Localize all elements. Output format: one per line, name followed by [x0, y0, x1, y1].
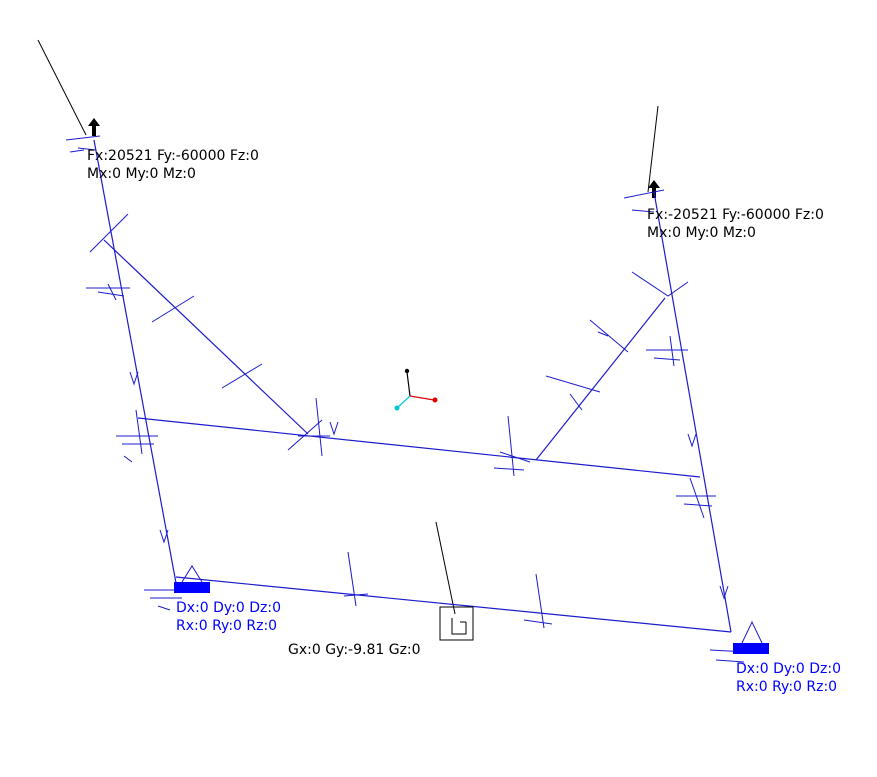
left-load-moment-text: Mx:0 My:0 Mz:0: [87, 166, 196, 182]
bottom-beam[interactable]: [175, 576, 732, 633]
marker: [676, 477, 716, 519]
gravity-icon-glyph: [451, 618, 467, 635]
member-axis-markers: [65, 135, 749, 663]
frame-members: [93, 139, 732, 633]
left-support-plate: [174, 582, 210, 593]
marker: [493, 415, 531, 477]
left-load-force-text: Fx:20521 Fy:-60000 Fz:0: [87, 148, 259, 164]
marker: [545, 375, 601, 411]
axis-x-line: [409, 395, 435, 401]
right-column[interactable]: [653, 191, 732, 633]
gravity-text: Gx:0 Gy:-9.81 Gz:0: [288, 642, 421, 658]
marker: [287, 397, 330, 457]
right-support-plate: [733, 643, 769, 654]
left-column[interactable]: [93, 139, 177, 584]
marker: [329, 421, 339, 436]
marker: [159, 529, 169, 544]
axis-z-line: [396, 395, 411, 409]
gravity-icon[interactable]: [439, 606, 474, 641]
marker: [719, 585, 729, 600]
right-support-displacement-text: Dx:0 Dy:0 Dz:0: [736, 661, 841, 677]
marker: [343, 551, 369, 607]
left-diagonal-brace[interactable]: [103, 239, 309, 435]
axis-y-line: [406, 371, 411, 397]
middle-beam[interactable]: [137, 417, 701, 478]
marker: [623, 189, 665, 213]
coordinate-axes: [394, 368, 438, 411]
marker: [221, 363, 263, 389]
marker: [589, 319, 629, 353]
gravity-icon-frame: [439, 606, 474, 641]
marker: [116, 409, 158, 463]
load-labels: Fx:20521 Fy:-60000 Fz:0 Mx:0 My:0 Mz:0 F…: [87, 148, 824, 658]
left-load-arrow[interactable]: [37, 39, 87, 136]
left-support-triangle: [181, 565, 203, 583]
axis-x-tip: [432, 397, 438, 403]
load-arrow-heads: [88, 118, 660, 198]
right-up-arrow-icon: [648, 180, 660, 198]
marker: [151, 295, 195, 323]
right-load-arrow[interactable]: [647, 105, 659, 193]
axis-y-tip: [404, 368, 410, 374]
marker: [646, 335, 688, 367]
axis-z-tip: [394, 405, 400, 411]
marker: [523, 573, 553, 629]
right-support[interactable]: [733, 620, 769, 654]
support-labels: Dx:0 Dy:0 Dz:0 Rx:0 Ry:0 Rz:0 Dx:0 Dy:0 …: [176, 600, 841, 695]
left-support[interactable]: [174, 565, 210, 593]
marker: [89, 213, 129, 253]
marker: [129, 371, 139, 386]
marker: [631, 271, 689, 297]
left-up-arrow-icon: [88, 118, 100, 136]
right-load-force-text: Fx:-20521 Fy:-60000 Fz:0: [647, 207, 824, 223]
marker: [687, 433, 697, 448]
marker: [86, 283, 130, 301]
left-support-rotation-text: Rx:0 Ry:0 Rz:0: [176, 618, 277, 634]
left-support-displacement-text: Dx:0 Dy:0 Dz:0: [176, 600, 281, 616]
marker: [65, 135, 101, 153]
right-diagonal-brace[interactable]: [535, 297, 666, 461]
gravity-arrow[interactable]: [435, 521, 456, 615]
right-load-moment-text: Mx:0 My:0 Mz:0: [647, 225, 756, 241]
right-support-triangle: [741, 620, 763, 644]
right-support-rotation-text: Rx:0 Ry:0 Rz:0: [736, 679, 837, 695]
load-vectors: [37, 39, 659, 615]
